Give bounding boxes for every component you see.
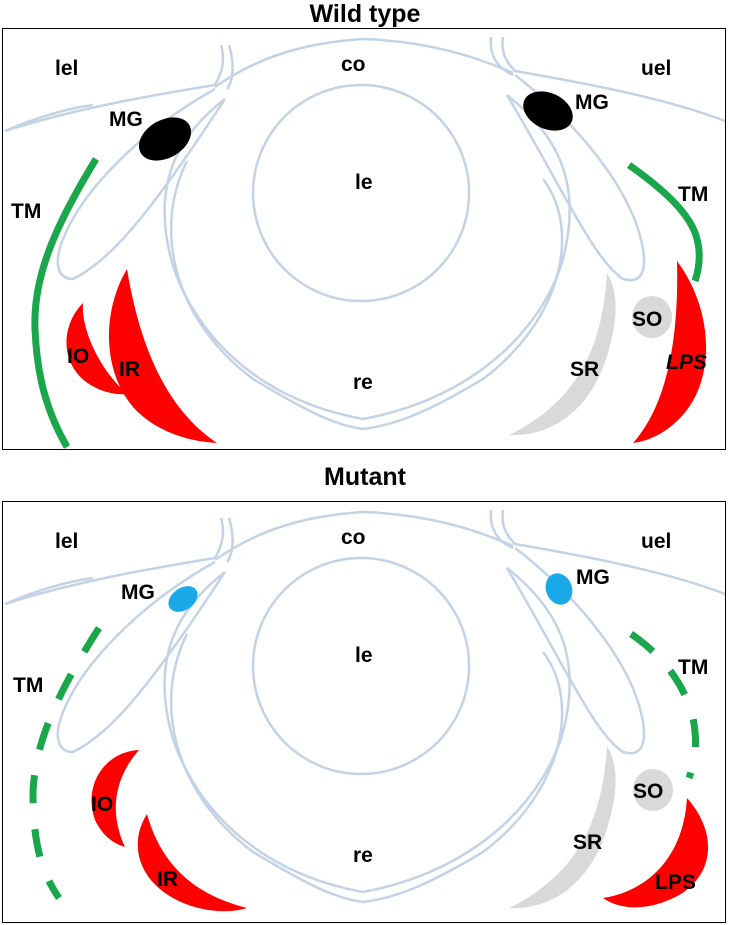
cornea-outline [214,37,514,89]
label-tm-left: TM [13,674,43,697]
label-co: co [341,53,366,76]
superior-oblique-muscle [632,296,672,338]
lower-eyelid-outline [4,517,225,606]
wild-type-panel: lel co uel le re MG MG TM TM IO IR SR SO… [2,28,726,450]
tarsal-muscle-left [31,157,99,449]
right-meibomian-gland [545,573,573,605]
lens-outline [251,556,471,776]
levator-palpebrae-muscle [633,261,707,443]
label-mg-left: MG [109,108,143,131]
label-re: re [353,371,373,394]
label-tm-left: TM [11,200,41,223]
label-lps: LPS [666,351,707,374]
inferior-rectus-muscle [137,814,247,912]
levator-palpebrae-muscle [603,798,709,908]
label-re: re [353,844,373,867]
label-lel: lel [55,530,78,553]
upper-eyelid-outline [501,36,725,123]
retina-inner-outline [169,633,564,904]
wild-type-title: Wild type [309,0,421,28]
right-meibomian-gland [523,91,573,131]
lower-eyelid-fold [225,517,234,563]
inferior-rectus-muscle [108,269,217,443]
lower-eyelid-outline [4,44,225,133]
label-sr: SR [570,358,599,381]
left-periocular-outline [4,576,94,606]
label-le: le [355,644,373,667]
label-mg-right: MG [575,91,609,114]
label-so: SO [633,780,663,803]
lens-outline [251,83,471,303]
left-optic-cup-outline [56,560,227,754]
left-periocular-outline [4,103,94,133]
label-tm-right: TM [678,656,708,679]
mutant-diagram: lel co uel le re MG MG TM TM IO IR SR SO… [4,509,725,912]
superior-rectus-muscle [509,746,616,909]
label-co: co [341,526,366,549]
tarsal-muscle-right [626,162,703,283]
label-ir: IR [157,868,178,891]
label-le: le [355,171,373,194]
lower-eyelid-fold [225,44,234,90]
upper-eyelid-fold [489,509,514,550]
mutant-title: Mutant [324,463,406,491]
label-lps: LPS [655,871,696,894]
left-meibomian-gland [168,586,198,612]
label-so: SO [632,308,662,331]
superior-oblique-muscle [633,769,673,811]
tarsal-muscle-left [29,626,102,900]
label-io: IO [67,345,89,368]
left-meibomian-gland [138,117,192,161]
inferior-oblique-muscle [91,750,139,847]
cornea-outline [214,510,514,562]
label-mg-right: MG [576,566,610,589]
label-mg-left: MG [121,581,155,604]
label-ir: IR [119,358,140,381]
right-optic-cup-outline [505,547,646,755]
superior-rectus-muscle [509,273,616,436]
tarsal-muscle-right [629,631,699,780]
label-lel: lel [55,57,78,80]
label-uel: uel [641,530,671,553]
wild-type-diagram: lel co uel le re MG MG TM TM IO IR SR SO… [4,36,725,449]
upper-eyelid-outline [501,509,725,596]
label-io: IO [91,793,113,816]
right-optic-cup-outline [505,74,646,282]
retina-inner-outline [169,160,564,431]
label-tm-right: TM [678,183,708,206]
inferior-oblique-muscle [66,303,127,395]
label-uel: uel [641,57,671,80]
label-sr: SR [573,831,602,854]
mutant-panel: lel co uel le re MG MG TM TM IO IR SR SO… [2,501,726,923]
left-optic-cup-outline [56,87,227,281]
upper-eyelid-fold [489,36,514,77]
